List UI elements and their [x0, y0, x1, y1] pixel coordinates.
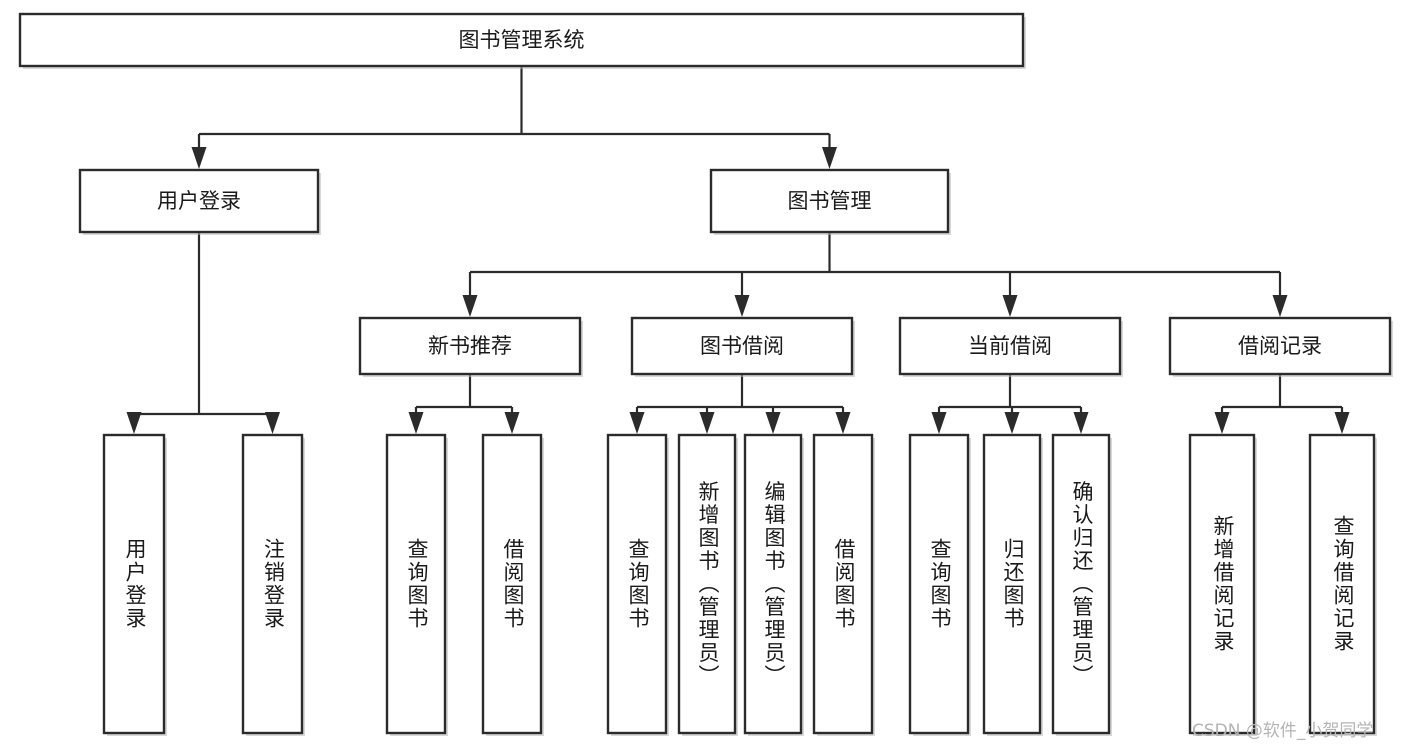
arrowhead-icon [265, 412, 280, 434]
node-label: 图书借阅 [700, 334, 784, 358]
arrowhead-icon [191, 147, 207, 169]
node-rect[interactable] [812, 433, 874, 735]
node-rect[interactable] [630, 316, 854, 376]
node-rect[interactable] [1188, 433, 1256, 735]
node-rect[interactable] [78, 168, 320, 234]
arrowhead-icon [835, 412, 851, 434]
arrowhead-icon [126, 412, 142, 434]
node-label: 注销登录 [262, 538, 286, 630]
arrowhead-icon [1272, 295, 1288, 317]
node-book-manage[interactable]: 图书管理 [709, 168, 951, 235]
arrowhead-icon [1073, 412, 1089, 434]
edge-group-root [191, 66, 837, 169]
arrowhead-icon [1004, 412, 1020, 434]
arrowhead-icon [699, 412, 715, 434]
edge-group-current-borrow [931, 374, 1089, 434]
arrowhead-icon [1002, 295, 1018, 317]
node-leaf-logout[interactable]: 注销登录 [241, 433, 305, 736]
node-user-login[interactable]: 用户登录 [78, 168, 321, 235]
node-leaf-borrow-book-1[interactable]: 借阅图书 [481, 433, 544, 736]
arrowhead-icon [504, 412, 520, 434]
node-label: 新书推荐 [428, 334, 512, 358]
node-label: 新增借阅记录 [1211, 515, 1235, 653]
arrowhead-icon [734, 295, 750, 317]
node-rect[interactable] [743, 433, 803, 735]
node-rect[interactable] [1168, 316, 1392, 376]
node-current-borrow[interactable]: 当前借阅 [898, 316, 1123, 377]
node-rect[interactable] [677, 433, 737, 735]
node-leaf-query-book-2[interactable]: 查询图书 [606, 433, 669, 736]
node-rect[interactable] [1051, 433, 1111, 735]
node-leaf-borrow-book-2[interactable]: 借阅图书 [812, 433, 875, 736]
node-leaf-edit-book[interactable]: 编辑图书（管理员） [743, 433, 804, 736]
node-label: 新增图书（管理员） [696, 481, 720, 688]
edge-group-new-book-rec [408, 374, 520, 434]
node-borrow-record[interactable]: 借阅记录 [1168, 316, 1393, 377]
node-rect[interactable] [358, 316, 582, 376]
node-label: 用户登录 [157, 189, 241, 213]
node-label: 查询借阅记录 [1331, 515, 1355, 653]
node-leaf-confirm-return[interactable]: 确认归还（管理员） [1051, 433, 1112, 736]
node-leaf-return-book[interactable]: 归还图书 [982, 433, 1043, 736]
arrowhead-icon [462, 295, 478, 317]
node-label: 图书管理系统 [459, 28, 585, 52]
edges-layer [126, 66, 1350, 434]
node-book-borrow[interactable]: 图书借阅 [630, 316, 855, 377]
node-label: 借阅图书 [501, 538, 525, 630]
node-label: 当前借阅 [968, 334, 1052, 358]
edge-group-book-manage [462, 232, 1288, 317]
node-rect[interactable] [982, 433, 1042, 735]
node-leaf-query-book-3[interactable]: 查询图书 [908, 433, 971, 736]
arrowhead-icon [408, 412, 424, 434]
node-leaf-user-login[interactable]: 用户登录 [102, 433, 167, 736]
node-leaf-add-book[interactable]: 新增图书（管理员） [677, 433, 738, 736]
node-rect[interactable] [241, 433, 304, 735]
edge-group-user-login [126, 232, 280, 434]
node-label: 查询图书 [928, 538, 952, 630]
node-label: 借阅记录 [1238, 334, 1322, 358]
node-label: 确认归还（管理员） [1070, 481, 1094, 688]
node-new-book-rec[interactable]: 新书推荐 [358, 316, 583, 377]
arrowhead-icon [765, 412, 781, 434]
node-rect[interactable] [18, 12, 1025, 68]
node-label: 编辑图书（管理员） [762, 481, 786, 688]
edge-group-book-borrow [629, 374, 851, 434]
arrowhead-icon [1214, 412, 1230, 434]
node-leaf-query-book-1[interactable]: 查询图书 [385, 433, 448, 736]
arrowhead-icon [629, 412, 645, 434]
node-label: 借阅图书 [832, 538, 856, 630]
node-leaf-add-record[interactable]: 新增借阅记录 [1188, 433, 1257, 736]
arrowhead-icon [1334, 412, 1350, 434]
node-rect[interactable] [102, 433, 166, 735]
node-rect[interactable] [1308, 433, 1376, 735]
node-label: 查询图书 [405, 538, 429, 630]
node-label: 查询图书 [626, 538, 650, 630]
node-rect[interactable] [385, 433, 447, 735]
node-rect[interactable] [908, 433, 970, 735]
node-root[interactable]: 图书管理系统 [18, 12, 1026, 69]
node-leaf-query-record[interactable]: 查询借阅记录 [1308, 433, 1377, 736]
arrowhead-icon [931, 412, 947, 434]
node-rect[interactable] [606, 433, 668, 735]
edge-group-borrow-record [1214, 374, 1350, 434]
arrowhead-icon [822, 147, 837, 169]
node-rect[interactable] [898, 316, 1122, 376]
node-rect[interactable] [709, 168, 950, 234]
node-rect[interactable] [481, 433, 543, 735]
nodes-layer: 图书管理系统用户登录图书管理新书推荐图书借阅当前借阅借阅记录用户登录注销登录查询… [18, 12, 1393, 736]
node-label: 用户登录 [123, 538, 147, 630]
node-label: 归还图书 [1001, 538, 1025, 630]
node-label: 图书管理 [788, 189, 872, 213]
